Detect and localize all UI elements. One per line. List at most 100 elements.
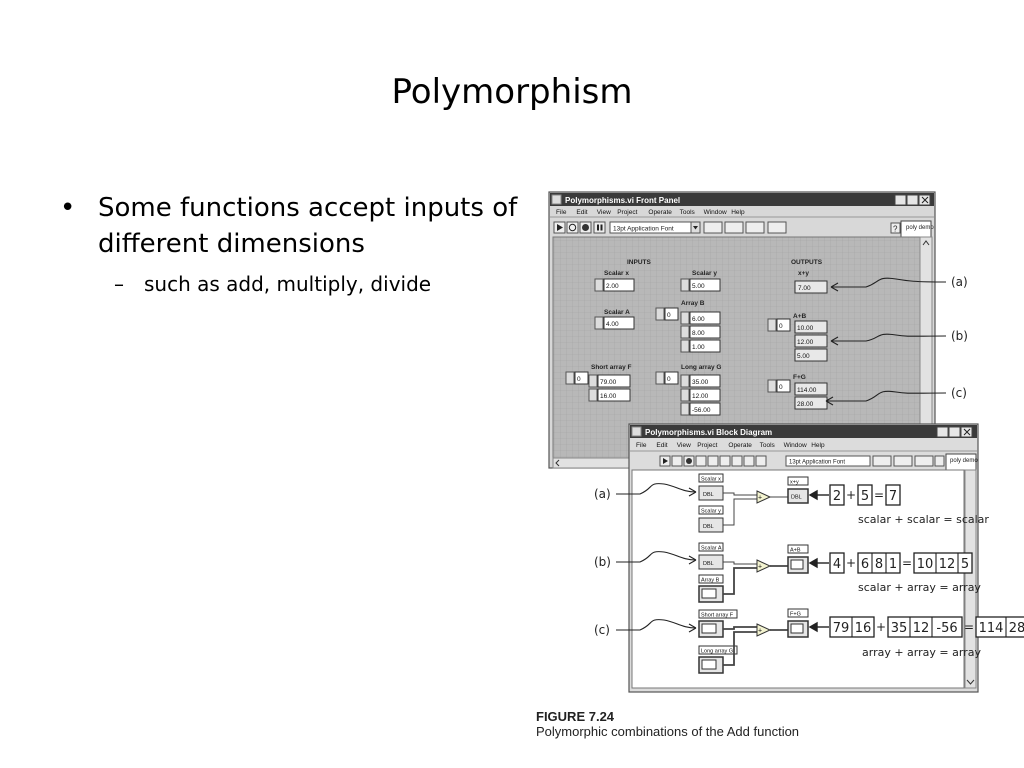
menu-item-operate[interactable]: Operate <box>648 209 672 216</box>
equation-box <box>829 484 845 506</box>
scalar-x-control[interactable]: Scalar x 2.00 <box>594 270 635 292</box>
array-index[interactable]: 0 <box>779 384 783 391</box>
array-element[interactable] <box>689 339 721 353</box>
maximize-button[interactable] <box>948 426 961 438</box>
add-node-c[interactable]: + <box>756 623 772 637</box>
increment-decrement-icon[interactable] <box>680 311 690 325</box>
run-continuous-button[interactable] <box>671 455 683 467</box>
menu-item-view[interactable]: View <box>677 442 691 449</box>
array-element[interactable] <box>597 388 631 402</box>
maximize-button[interactable] <box>906 194 919 206</box>
array-b-label: Array B <box>681 300 705 307</box>
index-stepper[interactable] <box>655 307 665 321</box>
array-element[interactable] <box>597 374 631 388</box>
index-stepper[interactable] <box>655 371 665 385</box>
pause-button[interactable] <box>695 455 707 467</box>
vi-icon-label: poly demo <box>906 225 934 231</box>
menu-item-tools[interactable]: Tools <box>760 442 776 449</box>
array-element[interactable] <box>689 311 721 325</box>
increment-decrement-icon[interactable] <box>680 388 690 402</box>
equation-c-label: array + array = array <box>862 646 981 659</box>
menu-item-edit[interactable]: Edit <box>656 442 667 449</box>
add-node-a[interactable]: + <box>756 490 772 504</box>
step-over-button[interactable] <box>743 455 755 467</box>
help-button[interactable] <box>934 455 945 467</box>
highlight-execution-button[interactable] <box>707 455 719 467</box>
menu-item-window[interactable]: Window <box>784 442 807 449</box>
array-b-terminal[interactable]: Array B <box>698 574 724 603</box>
array-index[interactable]: 0 <box>667 376 671 383</box>
ab-output-terminal[interactable]: A+B <box>787 544 809 574</box>
index-stepper[interactable] <box>767 379 777 393</box>
index-stepper[interactable] <box>767 318 777 332</box>
increment-decrement-icon[interactable] <box>680 402 690 416</box>
increment-decrement-icon[interactable] <box>680 374 690 388</box>
fg-output-terminal[interactable]: F+G <box>787 608 809 638</box>
align-objects-button[interactable] <box>872 455 892 467</box>
increment-decrement-icon[interactable] <box>588 388 598 402</box>
increment-decrement-icon[interactable] <box>588 374 598 388</box>
step-out-button[interactable] <box>755 455 767 467</box>
increment-decrement-icon[interactable] <box>594 316 604 330</box>
menu-item-view[interactable]: View <box>597 209 611 216</box>
pause-button[interactable] <box>593 221 606 234</box>
reorder-button[interactable] <box>914 455 934 467</box>
array-element[interactable] <box>689 402 721 416</box>
increment-decrement-icon[interactable] <box>680 325 690 339</box>
array-element[interactable] <box>689 374 721 388</box>
xy-output-terminal[interactable]: x+y DBL <box>787 476 809 504</box>
index-stepper[interactable] <box>565 371 575 385</box>
menu-item-edit[interactable]: Edit <box>576 209 587 216</box>
scalar-y-control[interactable]: Scalar y 5.00 <box>680 270 721 292</box>
array-index[interactable]: 0 <box>667 312 671 319</box>
scalar-a-value[interactable]: 4.00 <box>606 321 619 328</box>
array-index[interactable]: 0 <box>577 376 581 383</box>
equation-operator: + <box>846 488 856 502</box>
array-b-control[interactable]: Array B 0 6.008.001.00 <box>655 300 721 353</box>
array-element[interactable] <box>689 325 721 339</box>
menu-item-operate[interactable]: Operate <box>728 442 752 449</box>
increment-decrement-icon[interactable] <box>594 278 604 292</box>
add-node-b[interactable]: + <box>756 559 772 573</box>
equation-operator: = <box>902 556 912 570</box>
minimize-button[interactable] <box>936 426 949 438</box>
scalar-y-terminal[interactable]: Scalar y DBL <box>698 505 724 533</box>
run-continuous-button[interactable] <box>566 221 579 234</box>
add-node-symbol: + <box>758 495 762 502</box>
scalar-x-value[interactable]: 2.00 <box>606 283 619 290</box>
minimize-button[interactable] <box>894 194 907 206</box>
terminal-type: DBL <box>703 492 714 498</box>
distribute-objects-button[interactable] <box>893 455 913 467</box>
help-button[interactable] <box>890 222 901 234</box>
step-into-button[interactable] <box>731 455 743 467</box>
close-icon <box>921 196 929 204</box>
font-select[interactable] <box>785 455 871 467</box>
font-select-value: 13pt Application Font <box>789 460 845 466</box>
align-objects-button[interactable] <box>703 221 723 234</box>
menu-item-file[interactable]: File <box>636 442 647 449</box>
reorder-button[interactable] <box>767 221 787 234</box>
menu-item-help[interactable]: Help <box>731 209 745 216</box>
retain-wire-values-button[interactable] <box>719 455 731 467</box>
scalar-a-control[interactable]: Scalar A 4.00 <box>594 309 635 330</box>
block-diagram-scrollbar[interactable] <box>964 469 977 689</box>
menu-item-file[interactable]: File <box>556 209 567 216</box>
scalar-a-terminal[interactable]: Scalar A DBL <box>698 542 724 570</box>
menu-item-window[interactable]: Window <box>704 209 727 216</box>
scalar-y-value[interactable]: 5.00 <box>692 283 705 290</box>
array-index[interactable]: 0 <box>779 323 783 330</box>
menu-item-project[interactable]: Project <box>697 442 717 449</box>
long-array-g-terminal[interactable]: Long array G <box>698 645 738 674</box>
resize-objects-button[interactable] <box>745 221 765 234</box>
increment-decrement-icon[interactable] <box>680 339 690 353</box>
menu-item-help[interactable]: Help <box>811 442 825 449</box>
array-element[interactable] <box>689 388 721 402</box>
increment-decrement-icon[interactable] <box>680 278 690 292</box>
menu-item-project[interactable]: Project <box>617 209 637 216</box>
distribute-objects-button[interactable] <box>724 221 744 234</box>
short-array-f-terminal[interactable]: Short array F <box>698 609 738 638</box>
scalar-x-terminal[interactable]: Scalar x DBL <box>698 473 724 501</box>
menu-item-tools[interactable]: Tools <box>680 209 696 216</box>
